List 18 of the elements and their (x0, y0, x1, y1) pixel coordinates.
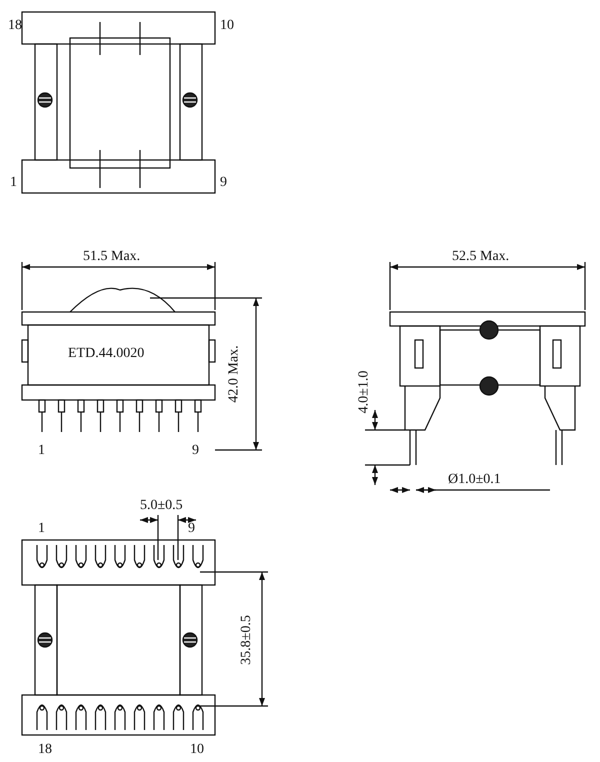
dimension-text: Ø1.0±0.1 (448, 472, 501, 488)
pin-number: 1 (38, 521, 45, 537)
pin-number: 18 (38, 742, 52, 758)
dimension-text: 4.0±1.0 (356, 370, 372, 414)
pin-number: 9 (192, 443, 199, 459)
pin-number: 9 (188, 521, 195, 537)
dimension-text: 52.5 Max. (452, 249, 510, 265)
dimension-text: 42.0 Max. (226, 345, 243, 403)
part-number: ETD.44.0020 (68, 346, 144, 362)
dimension-text: 5.0±0.5 (140, 498, 183, 514)
pin-number: 18 (8, 18, 22, 34)
dimension-text: 35.8±0.5 (238, 615, 255, 665)
pin-number: 10 (220, 18, 234, 34)
pin-number: 1 (38, 443, 45, 459)
pin-number: 9 (220, 175, 227, 191)
dimension-text: 51.5 Max. (83, 249, 140, 265)
pin-number: 1 (10, 175, 17, 191)
pin-number: 10 (190, 742, 204, 758)
